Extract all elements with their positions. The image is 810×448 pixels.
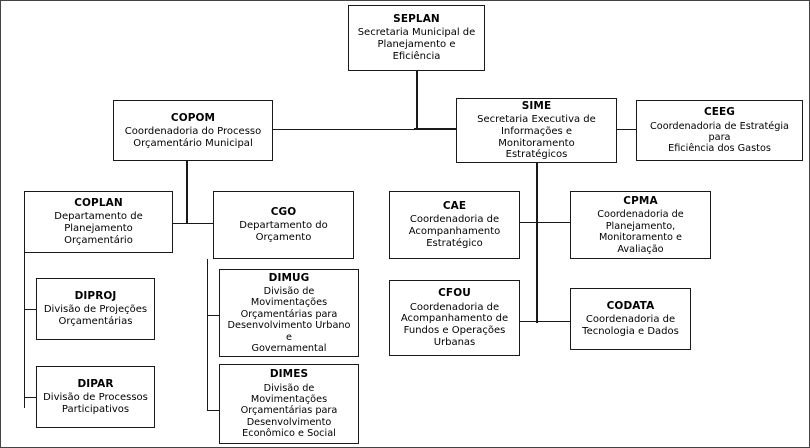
connector-sime-ceeg [617, 129, 636, 130]
node-coplan-acronym: COPLAN [74, 197, 123, 210]
node-cfou-acronym: CFOU [438, 287, 471, 300]
node-cpma[interactable]: CPMA Coordenadoria de Planejamento, Moni… [570, 191, 711, 259]
node-dipar-acronym: DIPAR [77, 378, 114, 391]
node-dimug[interactable]: DIMUG Divisão de Movimentações Orçamentá… [219, 269, 359, 357]
connector-coplan-diproj [24, 309, 36, 310]
node-codata-title: Coordenadoria de Tecnologia e Dados [582, 314, 679, 338]
node-cae-title: Coordenadoria de Acompanhamento Estratég… [408, 214, 501, 250]
connector-coplan-dipar [24, 397, 36, 398]
node-dimug-acronym: DIMUG [268, 271, 310, 284]
connector-cgo-dimes [207, 410, 219, 411]
node-diproj[interactable]: DIPROJ Divisão de Projeções Orçamentária… [36, 278, 155, 340]
connector-copom-sime-bus [273, 129, 456, 130]
connector-cfou-codata-bus [520, 321, 570, 322]
node-sime-title: Secretaria Executiva de Informações e Mo… [477, 114, 596, 161]
node-cae-acronym: CAE [442, 200, 467, 213]
connector-cgo-spine [207, 259, 208, 411]
connector-coplan-spine [24, 253, 25, 408]
node-cgo[interactable]: CGO Departamento do Orçamento [213, 191, 354, 259]
node-cgo-title: Departamento do Orçamento [239, 220, 328, 244]
node-cgo-acronym: CGO [270, 206, 297, 219]
node-coplan-title: Departamento de Planejamento Orçamentári… [54, 211, 143, 247]
node-ceeg[interactable]: CEEG Coordenadoria de Estratégia para Ef… [636, 100, 803, 161]
node-ceeg-acronym: CEEG [703, 106, 736, 119]
node-dimes-acronym: DIMES [269, 368, 309, 381]
node-diproj-title: Divisão de Projeções Orçamentárias [43, 304, 148, 328]
node-seplan-acronym: SEPLAN [393, 13, 440, 26]
node-diproj-acronym: DIPROJ [74, 290, 117, 303]
node-seplan[interactable]: SEPLAN Secretaria Municipal de Planejame… [348, 5, 485, 71]
node-copom-acronym: COPOM [170, 111, 216, 124]
node-cae[interactable]: CAE Coordenadoria de Acompanhamento Estr… [389, 191, 520, 259]
connector-sime-spine [536, 161, 538, 323]
connector-bus-seplan-joint [414, 128, 456, 130]
node-codata[interactable]: CODATA Coordenadoria de Tecnologia e Dad… [570, 288, 691, 350]
connector-cgo-dimug [207, 315, 219, 316]
node-sime-acronym: SIME [521, 99, 552, 112]
connector-copom-down [186, 161, 188, 224]
node-dipar[interactable]: DIPAR Divisão de Processos Participativo… [36, 366, 155, 428]
node-cpma-title: Coordenadoria de Planejamento, Monitoram… [597, 209, 684, 255]
node-dipar-title: Divisão de Processos Participativos [43, 392, 148, 416]
node-dimes[interactable]: DIMES Divisão de Movimentações Orçamentá… [219, 364, 359, 444]
node-dimug-title: Divisão de Movimentações Orçamentárias p… [227, 285, 351, 355]
node-cpma-acronym: CPMA [623, 194, 658, 207]
node-cfou[interactable]: CFOU Coordenadoria de Acompanhamento de … [389, 280, 520, 356]
node-codata-acronym: CODATA [606, 300, 655, 313]
connector-coplan-cgo-bus [173, 223, 213, 224]
node-cfou-title: Coordenadoria de Acompanhamento de Fundo… [400, 301, 509, 348]
node-copom-title: Coordenadoria do Processo Orçamentário M… [124, 125, 262, 149]
node-coplan[interactable]: COPLAN Departamento de Planejamento Orça… [24, 191, 173, 253]
node-sime[interactable]: SIME Secretaria Executiva de Informações… [456, 98, 617, 163]
node-seplan-title: Secretaria Municipal de Planejamento e E… [357, 27, 476, 63]
connector-cae-cpma-bus [520, 222, 570, 223]
node-ceeg-title: Coordenadoria de Estratégia para Eficiên… [650, 120, 789, 155]
node-copom[interactable]: COPOM Coordenadoria do Processo Orçament… [113, 100, 273, 161]
connector-seplan-down [416, 71, 418, 130]
node-dimes-title: Divisão de Movimentações Orçamentárias p… [240, 382, 338, 440]
